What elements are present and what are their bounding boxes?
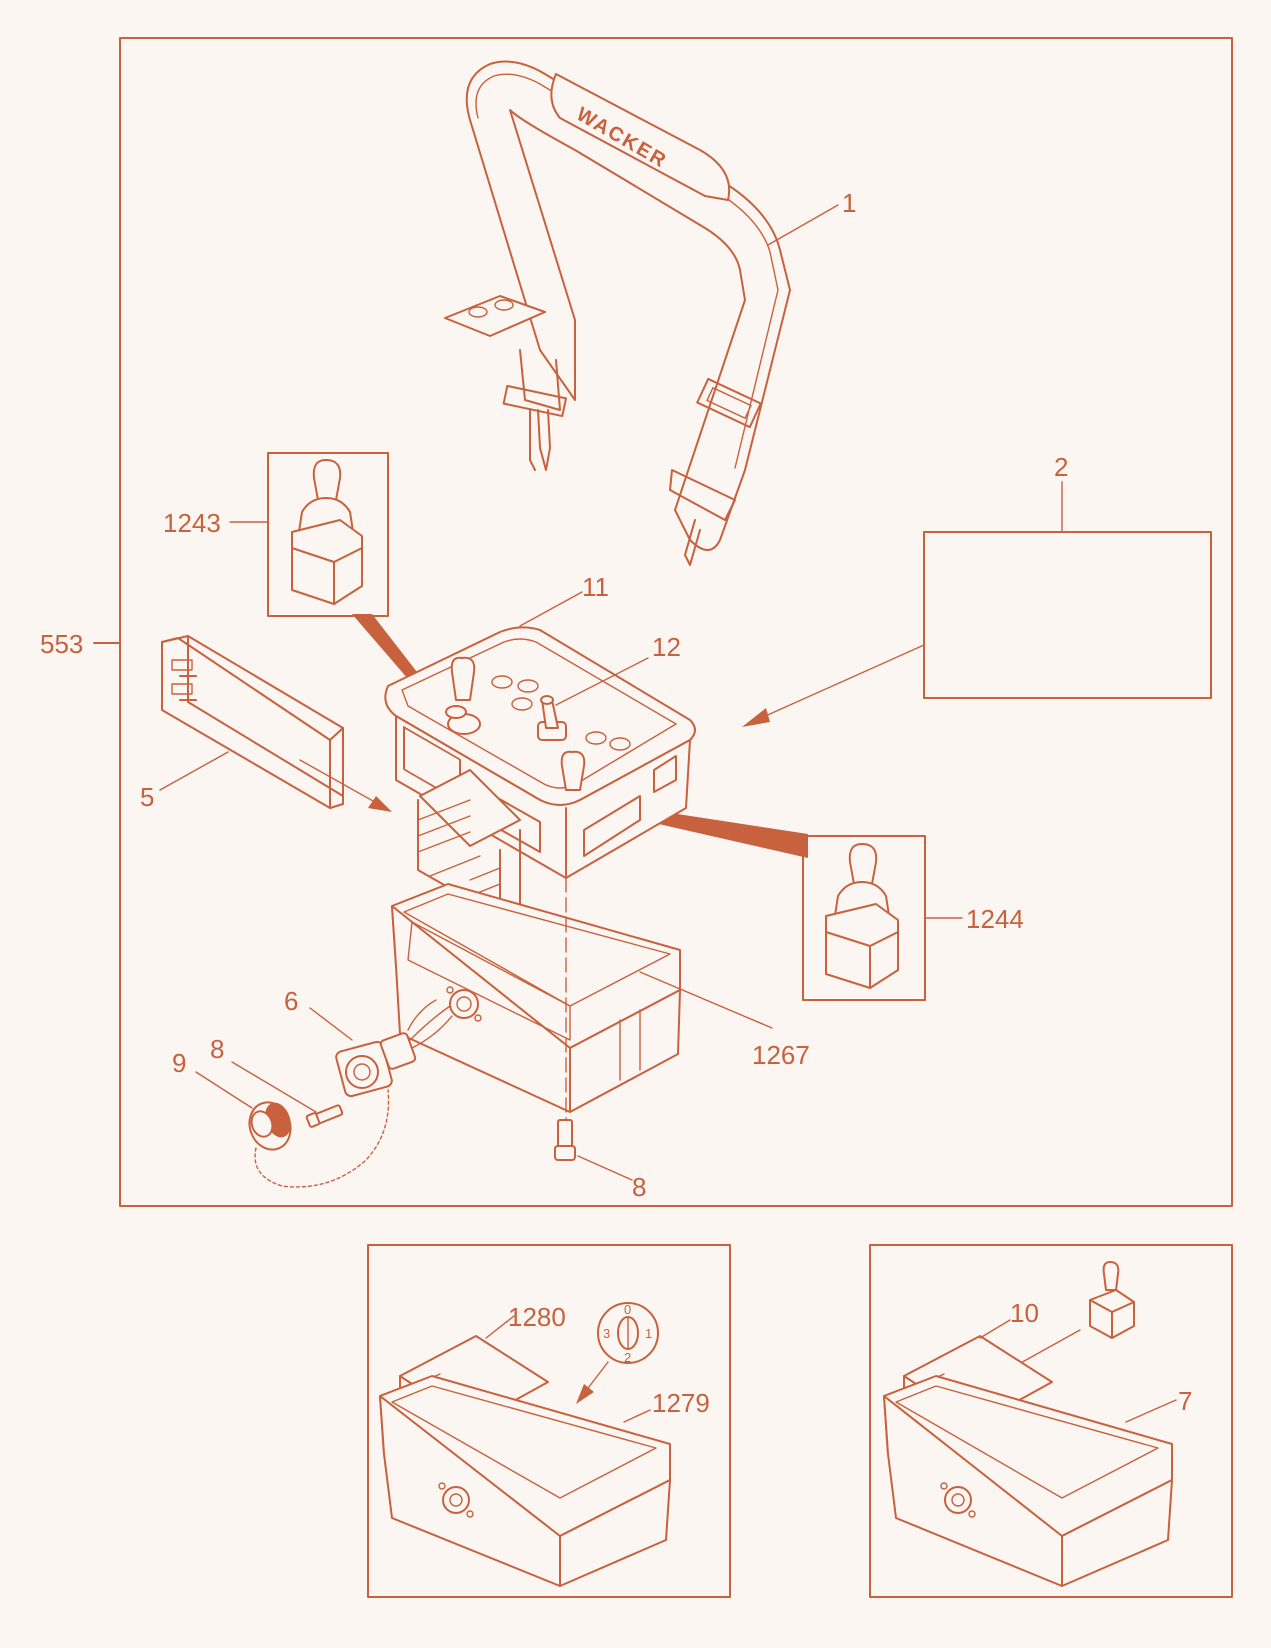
arrow-5-shaft — [299, 759, 383, 807]
decal-box — [923, 531, 1212, 699]
arrow-2-shaft — [751, 644, 925, 723]
leader-8-left — [231, 1061, 317, 1113]
dial-mark-0: 0 — [624, 1302, 631, 1317]
lower-housing — [391, 883, 681, 1113]
leader-6 — [309, 1007, 353, 1041]
leader-10 — [979, 1319, 1011, 1339]
leader-1279 — [623, 1409, 651, 1423]
label-8-left: 8 — [210, 1034, 224, 1064]
leader-11 — [519, 591, 583, 627]
arrow-2-head — [742, 708, 770, 727]
cap-chain — [254, 1089, 390, 1188]
joystick-1243 — [291, 459, 363, 605]
leader-7 — [1125, 1399, 1177, 1423]
leader-1280 — [485, 1315, 515, 1339]
label-1: 1 — [842, 188, 856, 218]
leader-1267 — [639, 971, 773, 1029]
cover-plate — [161, 635, 344, 809]
label-1280: 1280 — [508, 1302, 566, 1332]
label-7: 7 — [1178, 1386, 1192, 1416]
label-1267: 1267 — [752, 1040, 810, 1070]
joystick-1243-inset — [267, 452, 389, 617]
connector — [335, 999, 453, 1098]
label-8-bottom: 8 — [632, 1172, 646, 1202]
label-12: 12 — [652, 632, 681, 662]
leader-8-bottom — [577, 1155, 633, 1181]
label-5: 5 — [140, 782, 154, 812]
box-7 — [883, 1375, 1173, 1587]
dial-mark-3: 3 — [603, 1326, 610, 1341]
label-553: 553 — [40, 629, 83, 659]
dial-mark-1: 1 — [645, 1326, 652, 1341]
label-1243: 1243 — [163, 508, 221, 538]
small-joystick — [1089, 1261, 1135, 1339]
leader-9 — [195, 1071, 253, 1109]
main-frame — [119, 37, 1233, 1207]
label-1279: 1279 — [652, 1388, 710, 1418]
label-1244: 1244 — [966, 904, 1024, 934]
rotary-dial: 0 1 2 3 — [597, 1302, 659, 1365]
leader-12 — [555, 657, 649, 706]
label-10: 10 — [1010, 1298, 1039, 1328]
inset-7-frame — [869, 1244, 1233, 1598]
handle-buckle — [696, 377, 762, 429]
screw-left — [305, 1104, 344, 1128]
dust-cap — [248, 1101, 292, 1151]
handle-strap: WACKER — [444, 60, 791, 566]
label-2: 2 — [1054, 452, 1068, 482]
handle-left-plate — [444, 295, 546, 337]
arrow-5-head — [368, 796, 392, 812]
label-9: 9 — [172, 1048, 186, 1078]
leader-5 — [159, 751, 229, 791]
label-6: 6 — [284, 986, 298, 1016]
dial-mark-2: 2 — [624, 1350, 631, 1365]
arrow-dial-head — [576, 1384, 594, 1404]
upper-housing — [384, 626, 696, 879]
leader-1 — [767, 204, 839, 246]
inset-1279-frame — [367, 1244, 731, 1598]
label-11: 11 — [582, 572, 609, 602]
screw-bottom — [554, 1119, 576, 1161]
joystick-1244 — [825, 843, 899, 989]
box-1279 — [379, 1375, 671, 1587]
